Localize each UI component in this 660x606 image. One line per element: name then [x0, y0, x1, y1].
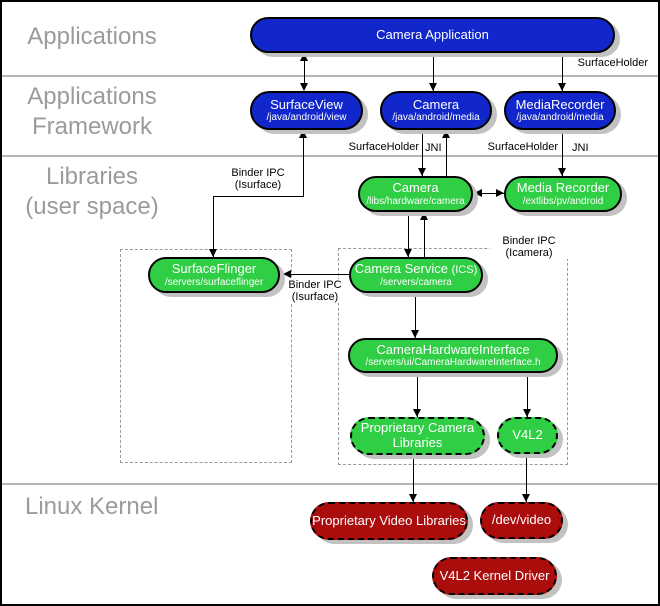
node-camera-application: Camera Application [250, 17, 615, 53]
node-proprietary-camera-libraries: Proprietary Camera Libraries [350, 417, 485, 455]
edge-cameraapp-surfaceview [304, 55, 305, 89]
node-v4l2-kernel-driver: V4L2 Kernel Driver [432, 557, 557, 595]
edge-cameralib-camerajava-up [446, 130, 447, 176]
edge-v4l2-devvideo [526, 454, 527, 502]
layer-label-libraries: Libraries(user space) [25, 163, 159, 220]
label-binder-ipc-icamera: Binder IPC(Icamera) [490, 235, 568, 259]
node-camera-hardware-interface: CameraHardwareInterface /servers/ui/Came… [348, 338, 558, 373]
edge-binder-surfaceflinger-vertical [213, 196, 214, 257]
edge-cameralib-mediarecorderlib [474, 193, 504, 194]
label-surfaceholder-mediarecorder: SurfaceHolder [487, 141, 558, 153]
label-surfaceholder-top: SurfaceHolder [577, 57, 648, 69]
edge-cameraservice-cameralib-up [424, 212, 425, 257]
node-media-recorder-lib: Media Recorder /extlibs/pv/android [504, 176, 622, 212]
arrowhead-down-surfaceflinger [209, 249, 217, 257]
edge-propcamlib-propvideolib [413, 455, 414, 502]
arrowhead-down-chi [411, 330, 419, 338]
arrowhead-down-devvideo [522, 494, 530, 502]
label-jni-mediarecorder: JNI [572, 142, 589, 154]
label-surfaceholder-camera: SurfaceHolder [348, 141, 419, 153]
node-surfaceview: SurfaceView /java/android/view [250, 91, 363, 130]
separator-libraries-kernel [2, 483, 658, 485]
edge-cameraapp-camerajava [433, 53, 434, 91]
node-v4l2: V4L2 [497, 417, 558, 454]
arrowhead-down-camerajava [429, 83, 437, 91]
arrowhead-up-surfaceview [299, 130, 307, 138]
arrowhead-down-cameralib [418, 168, 426, 176]
arrowhead-up-camerajava [442, 130, 450, 138]
edge-chi-v4l2 [527, 373, 528, 417]
layer-label-applications: Applications [27, 23, 157, 50]
arrowhead-down-mediarecorderlib [558, 168, 566, 176]
node-camera-service: Camera Service (ICS) /servers/camera [349, 257, 483, 293]
label-jni-camera: JNI [425, 142, 442, 154]
edge-cameralib-cameraservice-down [408, 212, 409, 257]
label-binder-ipc-isurface-surfaceview: Binder IPC(Isurface) [231, 167, 285, 191]
edge-cameraapp-mediarecorderjava [562, 53, 563, 91]
edge-cameraservice-chi [415, 293, 416, 338]
edge-binder-surfaceview-vertical [303, 130, 304, 196]
node-dev-video: /dev/video [480, 502, 563, 539]
edge-mediarecorderjava-mediarecorderlib [562, 130, 563, 176]
arrowhead-down-mediarecorderjava [558, 83, 566, 91]
label-binder-ipc-isurface-surfaceflinger: Binder IPC(Isurface) [282, 279, 348, 303]
node-mediarecorder-java: MediaRecorder /java/android/media [504, 91, 616, 130]
arrowhead-right-mediarecorderlib [496, 189, 504, 197]
separator-applications-framework [2, 75, 658, 77]
arrowhead-up-cameraapp [300, 53, 308, 61]
node-surfaceflinger: SurfaceFlinger /servers/surfaceflinger [148, 257, 280, 293]
node-camera-java: Camera /java/android/media [380, 91, 492, 130]
separator-framework-libraries [2, 155, 658, 157]
arrowhead-down-cameraservice [404, 249, 412, 257]
arrowhead-down-propvideolib [409, 494, 417, 502]
edge-chi-propcamlib [417, 373, 418, 417]
arrowhead-left-cameralib [474, 189, 482, 197]
camera-service-process-box [338, 248, 568, 465]
arrowhead-up-cameralib [420, 212, 428, 220]
arrowhead-down-v4l2 [523, 409, 531, 417]
node-camera-lib: Camera /libs/hardware/camera [358, 176, 473, 212]
surfaceflinger-process-box [120, 249, 292, 463]
arrowhead-left-surfaceflinger [283, 270, 291, 278]
layer-label-linux-kernel: Linux Kernel [25, 493, 159, 520]
edge-binder-surfaceview-horizontal [213, 196, 304, 197]
node-proprietary-video-libraries: Proprietary Video Libraries [310, 502, 468, 540]
arrowhead-down-surfaceview [300, 83, 308, 91]
arrowhead-down-propcamlib [413, 409, 421, 417]
edge-cameraservice-surfaceflinger [283, 274, 349, 275]
edge-camerajava-cameralib-down [422, 130, 423, 176]
